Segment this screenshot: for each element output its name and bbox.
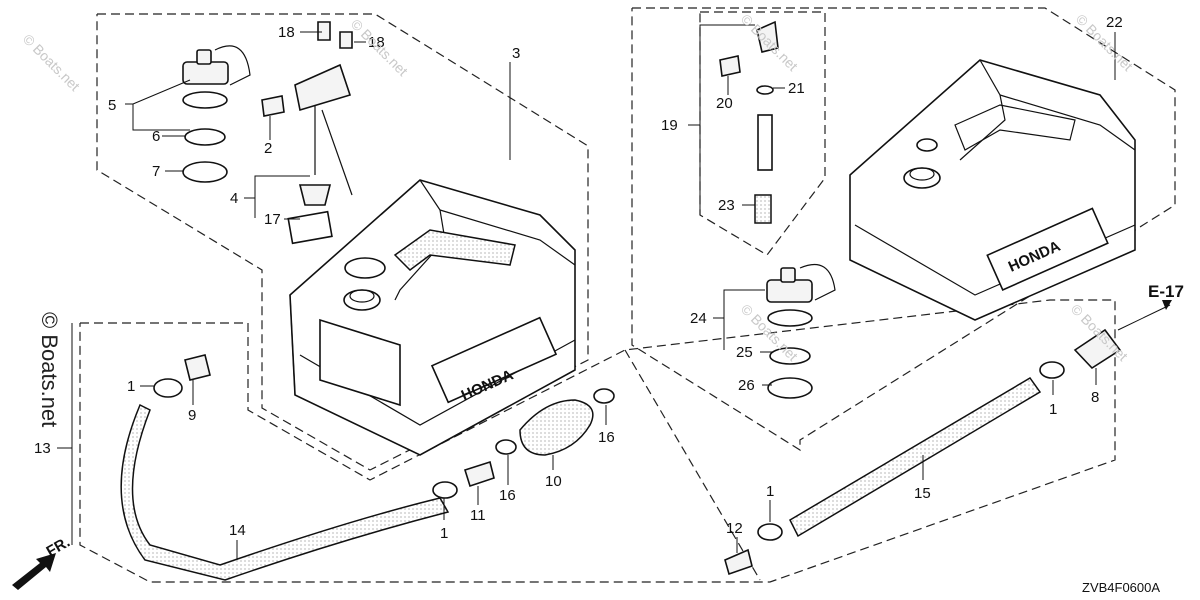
label-part-5: 5 (108, 97, 116, 114)
watermark-2: © Boats.net (348, 16, 411, 79)
connector-part-9 (184, 354, 211, 381)
filler-cap-right (766, 263, 836, 327)
label-part-6: 6 (152, 128, 160, 145)
reference-label: E-17 (1148, 282, 1184, 301)
screw-part-18b (339, 31, 353, 49)
label-part-24: 24 (690, 310, 707, 327)
clamp-part-1a (153, 378, 183, 398)
boundary-tank-left (96, 13, 589, 471)
front-marker (12, 553, 56, 590)
fuel-hose-part-14 (120, 403, 450, 581)
label-part-1c: 1 (766, 483, 774, 500)
label-part-14: 14 (229, 522, 246, 539)
label-part-16a: 16 (499, 487, 516, 504)
tube-part-19 (757, 114, 773, 171)
gasket-part-6 (184, 128, 226, 146)
reference-arrow (1162, 300, 1172, 310)
label-part-17: 17 (264, 211, 281, 228)
boundary-tank-right (631, 7, 1176, 452)
label-part-23: 23 (718, 197, 735, 214)
fuel-tank-right: HONDA (849, 59, 1136, 321)
label-part-16b: 16 (598, 429, 615, 446)
label-part-1b: 1 (440, 525, 448, 542)
boundary-hose-assembly (79, 299, 1116, 583)
connector-part-12 (724, 548, 753, 576)
watermark-3: © Boats.net (738, 11, 801, 74)
label-part-11: 11 (470, 507, 486, 524)
label-part-18a: 18 (278, 24, 295, 41)
fuel-hose-part-15 (789, 377, 1042, 538)
drawing-code: ZVB4F0600A (1082, 580, 1160, 595)
label-part-26: 26 (738, 377, 755, 394)
oring-part-21 (756, 85, 774, 95)
label-part-4: 4 (230, 190, 238, 207)
label-part-3: 3 (512, 45, 520, 62)
connector-part-8 (1073, 328, 1122, 370)
label-part-21: 21 (788, 80, 805, 97)
watermark-1: © Boats.net (20, 31, 83, 94)
label-part-1a: 1 (127, 378, 135, 395)
connector-part-11 (463, 460, 495, 488)
watermark-4: © Boats.net (1073, 11, 1136, 74)
label-part-25: 25 (736, 344, 753, 361)
nut-part-16b (593, 388, 615, 404)
filter-part-23 (754, 194, 772, 224)
fuel-tank-left: HONDA (289, 179, 576, 456)
fitting-part-2 (261, 95, 285, 117)
clamp-part-1d (1039, 361, 1065, 379)
filler-cap-left (182, 45, 251, 109)
label-part-2: 2 (264, 140, 272, 157)
clamp-part-1c (757, 523, 783, 541)
label-part-8: 8 (1091, 389, 1099, 406)
seal-part-26 (767, 377, 813, 399)
elbow-fitting (756, 20, 779, 53)
label-part-19: 19 (661, 117, 678, 134)
label-part-7: 7 (152, 163, 160, 180)
primer-bulb-part-10 (519, 399, 594, 456)
fitting-part-20 (719, 55, 741, 77)
label-part-22: 22 (1106, 14, 1123, 31)
leader-lines (57, 24, 1171, 560)
label-part-10: 10 (545, 473, 562, 490)
label-part-13: 13 (34, 440, 51, 457)
label-part-1d: 1 (1049, 401, 1057, 418)
watermark-vertical: © Boats.net (37, 312, 62, 427)
label-part-20: 20 (716, 95, 733, 112)
label-part-15: 15 (914, 485, 931, 502)
clamp-part-1b (432, 481, 458, 499)
boundary-hose-divider (624, 349, 761, 581)
label-part-9: 9 (188, 407, 196, 424)
group-boundaries (79, 7, 1176, 583)
seal-part-7 (182, 161, 228, 183)
screw-part-18a (317, 21, 331, 41)
label-part-18b: 18 (368, 34, 385, 51)
nut-part-16a (495, 439, 517, 455)
boundary-filler-cap-group (699, 11, 826, 256)
gasket-part-25 (769, 347, 811, 365)
fuel-gauge-assembly (287, 63, 353, 245)
label-part-12: 12 (726, 520, 743, 537)
